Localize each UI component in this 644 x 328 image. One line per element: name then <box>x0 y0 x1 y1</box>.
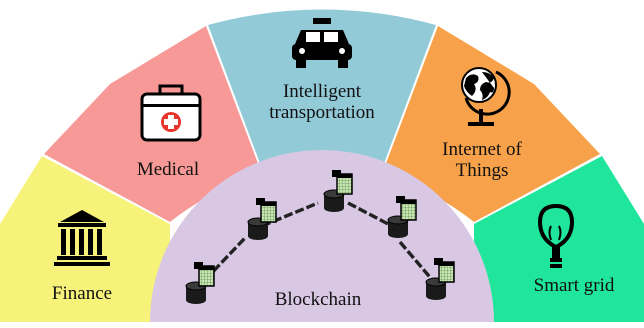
label-iot-line2: Things <box>456 160 509 181</box>
globe-icon <box>461 67 511 126</box>
label-transport-line1: Intelligent <box>283 81 362 102</box>
label-transport-line2: transportation <box>269 102 375 123</box>
light-bulb-icon <box>537 203 575 268</box>
label-blockchain: Blockchain <box>275 289 362 310</box>
segment-transport <box>208 9 436 174</box>
chain-links <box>203 201 436 284</box>
blockchain-blocks <box>185 170 455 304</box>
medical-kit-icon <box>140 84 202 142</box>
blockchain-core <box>150 150 494 322</box>
label-smartgrid: Smart grid <box>534 275 615 296</box>
taxi-icon <box>292 18 352 68</box>
label-finance: Finance <box>52 283 112 304</box>
label-iot-line1: Internet of <box>442 139 522 160</box>
segment-finance <box>0 156 170 322</box>
bank-icon <box>54 210 110 266</box>
block <box>387 196 417 238</box>
block <box>323 170 353 212</box>
block <box>185 262 215 304</box>
block <box>247 198 277 240</box>
label-medical: Medical <box>137 159 199 180</box>
block <box>425 258 455 300</box>
